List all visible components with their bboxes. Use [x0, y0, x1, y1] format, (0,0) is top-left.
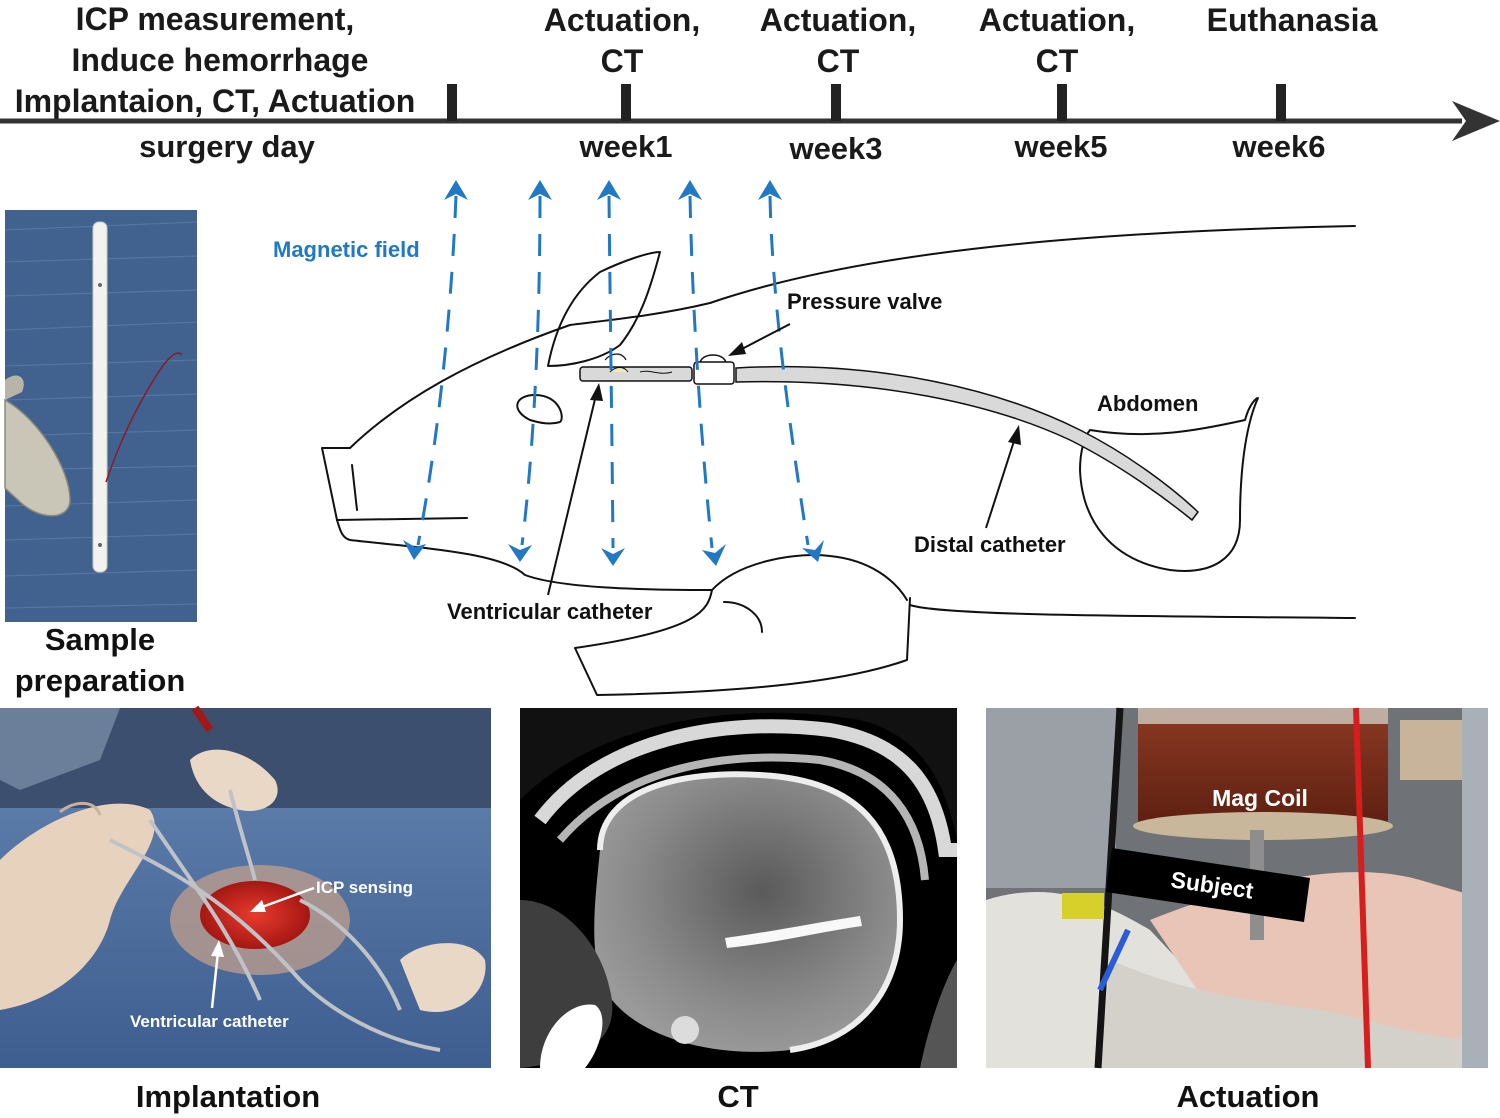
distal-catheter-pointer — [985, 437, 1016, 529]
pig-belly-outline — [909, 604, 1356, 619]
caption-ct: CT — [717, 1079, 758, 1114]
distal-catheter-label: Distal catheter — [914, 532, 1066, 557]
pressure-valve-pointer — [739, 323, 791, 351]
pig-elbow — [723, 601, 763, 633]
abdomen-label: Abdomen — [1097, 391, 1198, 416]
event-surgery-line3: Implantaion, CT, Actuation — [15, 83, 416, 119]
caption-actuation: Actuation — [1177, 1079, 1320, 1114]
abdomen-outline — [1079, 397, 1259, 572]
timeline-tick-week3 — [831, 84, 841, 121]
implant-catheter-label: Ventricular catheter — [130, 1012, 289, 1031]
pig-diagram: Magnetic field Pressure valve Abdomen Di… — [273, 180, 1356, 696]
timeline-tick-week1 — [621, 84, 631, 121]
pig-leg-lower — [574, 589, 911, 696]
pig-snout-outline — [321, 447, 468, 521]
sample-photo — [4, 210, 198, 622]
caption-sample-line1: Sample — [45, 622, 155, 657]
icp-sensing-pointer — [261, 886, 315, 909]
pressure-valve-label: Pressure valve — [787, 289, 942, 314]
mag-coil-label: Mag Coil — [1212, 785, 1308, 811]
actuation-photo: Subject Mag Coil — [986, 707, 1488, 1069]
timeline-tick-week5 — [1057, 84, 1067, 121]
pig-ear — [547, 251, 661, 367]
event-week1-line2: CT — [601, 43, 644, 79]
timeline-arrowhead — [1452, 101, 1500, 141]
event-week3-line1: Actuation, — [760, 2, 916, 38]
event-week5-line2: CT — [1036, 43, 1079, 79]
pig-eye — [516, 394, 563, 425]
pig-nostril — [351, 464, 358, 511]
timeline-tick-surgery — [447, 84, 457, 121]
pig-head-top-outline — [349, 302, 711, 449]
ct-scan — [520, 708, 957, 1068]
distal-catheter-tube — [735, 365, 1199, 522]
event-surgery-line2: Induce hemorrhage — [72, 42, 369, 78]
week-label-surgery: surgery day — [139, 129, 316, 164]
caption-implantation: Implantation — [136, 1079, 320, 1114]
week-label-week1: week1 — [578, 129, 672, 164]
timeline-tick-week6 — [1276, 84, 1286, 121]
caption-sample-line2: preparation — [15, 663, 186, 698]
event-surgery-line1: ICP measurement, — [76, 1, 355, 37]
event-week6-line1: Euthanasia — [1207, 2, 1378, 38]
event-week5-line1: Actuation, — [979, 2, 1135, 38]
subject-label-box: Subject — [1106, 848, 1310, 922]
pressure-valve-body — [693, 361, 735, 385]
event-week3-line2: CT — [817, 43, 860, 79]
magnetic-field-label: Magnetic field — [273, 237, 420, 262]
magnetic-field-lines — [403, 180, 824, 566]
implantation-photo: ICP sensing Ventricular catheter — [0, 705, 491, 1068]
pig-jaw-outline — [336, 519, 713, 591]
timeline: ICP measurement, Induce hemorrhage Impla… — [0, 1, 1500, 166]
pig-leg-outline — [711, 554, 908, 601]
icp-sensing-label: ICP sensing — [316, 878, 413, 897]
implant-catheter-pointer — [210, 951, 220, 1009]
week-label-week5: week5 — [1013, 129, 1107, 164]
ventricular-catheter-label: Ventricular catheter — [447, 599, 653, 624]
week-label-week6: week6 — [1231, 129, 1325, 164]
ventricular-catheter-pointer — [547, 394, 597, 596]
event-week1-line1: Actuation, — [544, 2, 700, 38]
mag-coil-housing — [1138, 708, 1388, 826]
week-label-week3: week3 — [788, 131, 882, 166]
ventricular-catheter-tube — [579, 366, 693, 382]
